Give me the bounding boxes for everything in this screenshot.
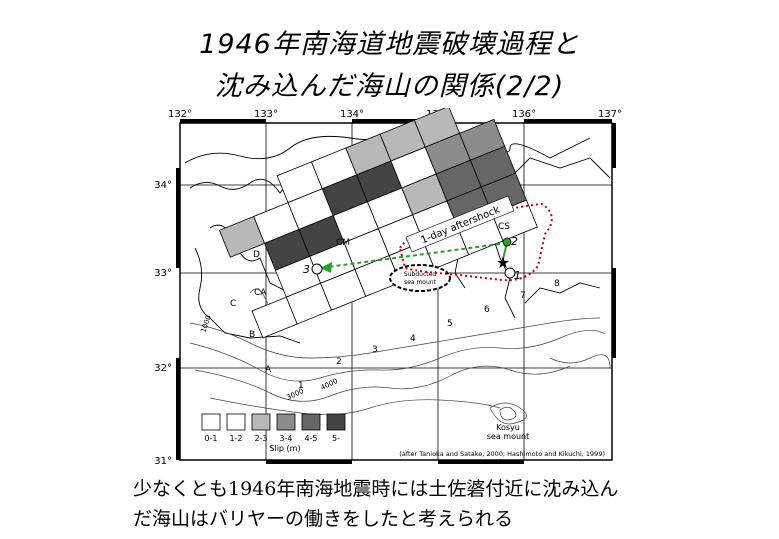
kosyu-label: Kosyu — [496, 423, 520, 432]
bathymetry-contours — [189, 288, 611, 425]
legend-swatch — [276, 413, 296, 431]
segment-number: 5 — [447, 319, 453, 329]
legend-title: Slip (m) — [269, 444, 300, 453]
credit-text: (after Tanioka and Satake, 2000; Hashimo… — [399, 450, 605, 458]
legend-swatch — [251, 413, 271, 431]
legend-class-label: 4-5 — [304, 434, 317, 443]
legend-class-label: 5- — [332, 434, 340, 443]
segment-number: 7 — [520, 291, 526, 301]
segment-number: 6 — [484, 305, 490, 315]
legend-class-label: 0-1 — [204, 434, 217, 443]
event-number: 1 — [514, 269, 521, 282]
lat-tick-label: 33° — [154, 268, 172, 279]
event-number: 3 — [303, 263, 310, 276]
slip-legend: 0-1 1-2 2-3 3-4 4-5 5- — [201, 413, 346, 443]
kosyu-label: sea mount — [487, 432, 530, 441]
subducted-seamount-outline — [389, 264, 451, 292]
subducted-label: Subducted — [404, 271, 436, 278]
lon-tick-label: 137° — [598, 109, 622, 120]
lat-tick-label: 34° — [154, 180, 172, 191]
legend-class-label: 2-3 — [254, 434, 267, 443]
legend-class-label: 1-2 — [229, 434, 242, 443]
lon-tick-label: 133° — [254, 109, 278, 120]
segment-number: 1 — [298, 381, 304, 391]
segment-number: 3 — [372, 345, 378, 355]
lon-tick-label: 132° — [168, 109, 192, 120]
rupture-propagation-arrow — [319, 242, 508, 269]
site-label: D — [253, 250, 260, 260]
segment-number: 2 — [336, 357, 342, 367]
site-label: CA — [254, 288, 267, 298]
slide-title-line-1: 1946年南海道地震破壊過程と — [199, 29, 580, 60]
slide-title-line-2: 沈み込んだ海山の関係(2/2) — [214, 71, 565, 102]
legend-class-label: 3-4 — [279, 434, 292, 443]
segment-number: 4 — [410, 334, 416, 344]
subducted-label: sea mount — [404, 279, 437, 286]
site-label: CM — [336, 238, 350, 248]
rupture-propagation-arrow — [501, 242, 508, 264]
event-number: 2 — [511, 235, 518, 248]
lat-tick-label: 31° — [154, 456, 172, 467]
legend-swatch — [326, 413, 346, 431]
map-border-ticks — [176, 119, 616, 464]
caption-line-2: だ海山はバリヤーの働きをしたと考えられる — [133, 508, 514, 530]
event-point-1 — [504, 267, 516, 279]
arrowhead-icon — [320, 262, 332, 273]
event-point-3 — [311, 263, 323, 275]
caption-line-1: 少なくとも1946年南海地震時には土佐碆付近に沈み込ん — [133, 478, 619, 500]
rupture-map: 132° 133° 134° 135° 136° 137° 34° 33° 32… — [154, 108, 622, 467]
lon-tick-label: 136° — [512, 109, 536, 120]
site-label: A — [265, 365, 272, 375]
lat-tick-label: 32° — [154, 363, 172, 374]
legend-swatch — [201, 413, 221, 431]
epicenter-star-icon: ★ — [496, 253, 510, 272]
site-label: B — [249, 330, 255, 340]
event-point-2 — [502, 237, 512, 247]
segment-number: 8 — [554, 279, 560, 289]
legend-swatch — [301, 413, 321, 431]
legend-swatch — [226, 413, 246, 431]
site-label: C — [230, 299, 236, 309]
site-label: CS — [498, 222, 510, 232]
lon-tick-label: 134° — [340, 109, 364, 120]
